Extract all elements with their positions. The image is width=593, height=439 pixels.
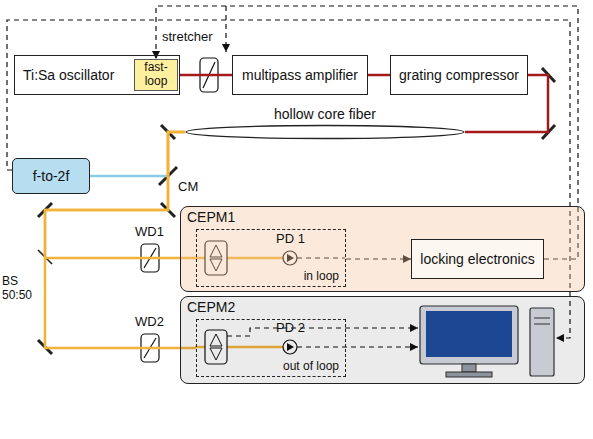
node-text: f-to-2f bbox=[33, 168, 70, 184]
beam-connector bbox=[465, 75, 548, 132]
part-label: WD1 bbox=[135, 225, 164, 240]
amplifier-box: multipass amplifier bbox=[232, 55, 368, 95]
cepm-panel: CEPM1 in loop locking electronics bbox=[180, 206, 585, 292]
connector-path bbox=[168, 132, 185, 176]
node-text: hollow core fiber bbox=[274, 106, 376, 122]
part-label: stretcher bbox=[162, 30, 213, 45]
control-line bbox=[225, 6, 226, 52]
beam-connector bbox=[90, 132, 185, 176]
node-text: locking electronics bbox=[420, 251, 534, 267]
part-label: BS 50:50 bbox=[2, 275, 36, 303]
part-label: CM bbox=[178, 180, 198, 195]
node-text: Ti:Sa oscillator bbox=[23, 67, 114, 83]
node-text: CEPM2 bbox=[187, 299, 235, 315]
node-text: multipass amplifier bbox=[242, 67, 358, 83]
connector-path bbox=[90, 175, 168, 178]
beam-connector bbox=[45, 132, 196, 258]
connector-path bbox=[368, 74, 390, 77]
connector-path bbox=[180, 74, 232, 77]
beam-connector bbox=[368, 75, 390, 76]
connector-path bbox=[45, 132, 196, 258]
node-text: grating compressor bbox=[399, 67, 519, 83]
beam-connector bbox=[180, 75, 232, 76]
cepm-panel: CEPM2 out of loop bbox=[180, 296, 585, 384]
compressor-box: grating compressor bbox=[390, 55, 528, 95]
part-label: PD 1 bbox=[276, 232, 305, 247]
connector-path bbox=[465, 75, 548, 132]
f2f-box: f-to-2f bbox=[12, 158, 90, 194]
part-label: WD2 bbox=[135, 315, 164, 330]
fiber: hollow core fiber bbox=[185, 106, 465, 140]
node-text: out of loop bbox=[283, 360, 339, 374]
fiber-outline bbox=[185, 124, 465, 140]
node-text: CEPM1 bbox=[187, 209, 235, 225]
laser-box: Ti:Sa oscillator fast-loop bbox=[14, 55, 180, 95]
loop-box: fast-loop bbox=[134, 59, 178, 91]
electronics-box: locking electronics bbox=[411, 239, 544, 279]
node-text: in loop bbox=[304, 270, 339, 284]
dashed-group: out of loop bbox=[196, 319, 346, 377]
part-label: PD 2 bbox=[276, 321, 305, 336]
dashed-group: in loop bbox=[196, 229, 346, 287]
node-text: fast-loop bbox=[141, 61, 171, 89]
